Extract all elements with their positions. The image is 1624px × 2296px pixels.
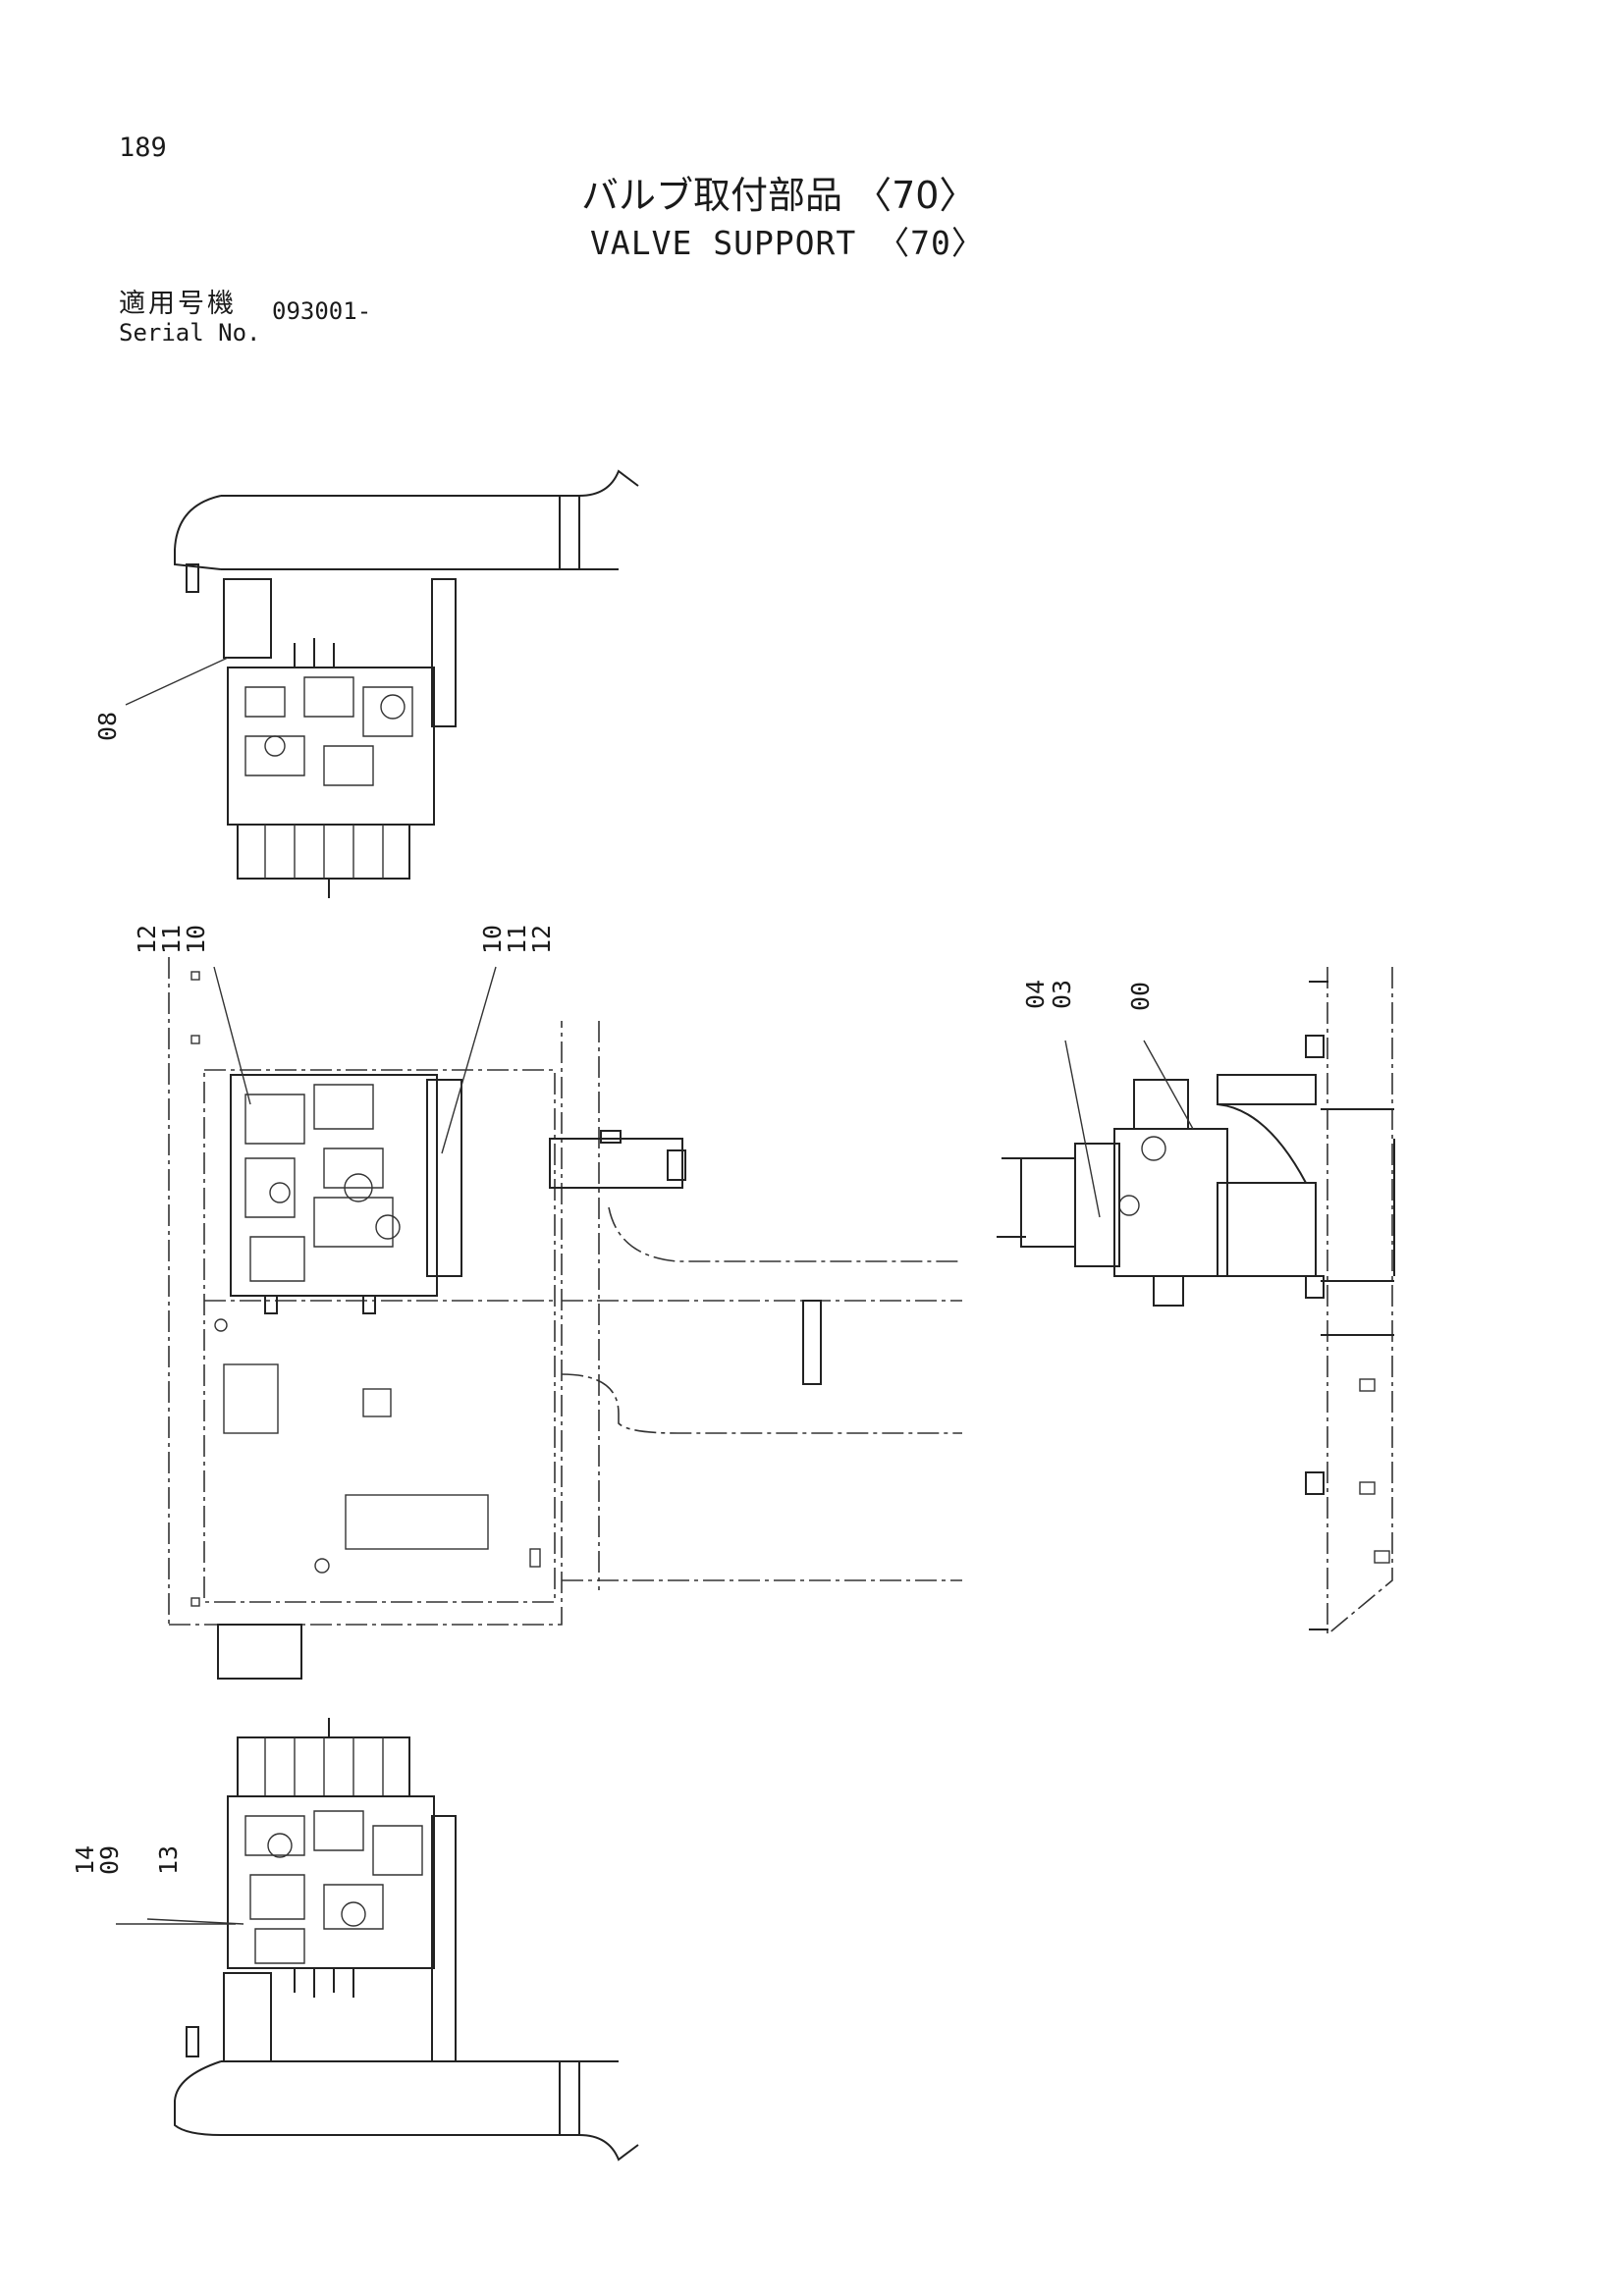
callout-10-left: 10 — [182, 925, 210, 954]
page-title-english: VALVE SUPPORT 〈70〉 — [590, 224, 985, 262]
callout-09: 09 — [95, 1845, 124, 1875]
page-title-japanese: バルブ取付部品 〈70〉 — [581, 174, 977, 217]
valve-bottom-view — [174, 1718, 639, 2162]
leader-lines — [116, 657, 1194, 1925]
callout-11-right: 11 — [503, 925, 531, 954]
callout-12-left: 12 — [133, 925, 161, 954]
serial-label-japanese: 適用号機 — [119, 289, 237, 319]
valve-side-view — [997, 967, 1395, 1635]
serial-number-value: 093001- — [272, 297, 372, 325]
callout-00: 00 — [1126, 982, 1155, 1011]
page-number: 189 — [119, 133, 167, 163]
serial-label-english: Serial No. — [119, 319, 261, 347]
callout-03: 03 — [1048, 980, 1076, 1009]
frame-plan-view — [168, 957, 962, 1680]
valve-top-view — [174, 469, 639, 898]
callout-11-left: 11 — [157, 925, 186, 954]
callout-13: 13 — [154, 1845, 183, 1875]
callout-14: 14 — [71, 1845, 99, 1875]
callout-04: 04 — [1021, 980, 1050, 1009]
callout-08: 08 — [93, 712, 122, 741]
callout-12-right: 12 — [527, 925, 556, 954]
callout-10-right: 10 — [478, 925, 507, 954]
